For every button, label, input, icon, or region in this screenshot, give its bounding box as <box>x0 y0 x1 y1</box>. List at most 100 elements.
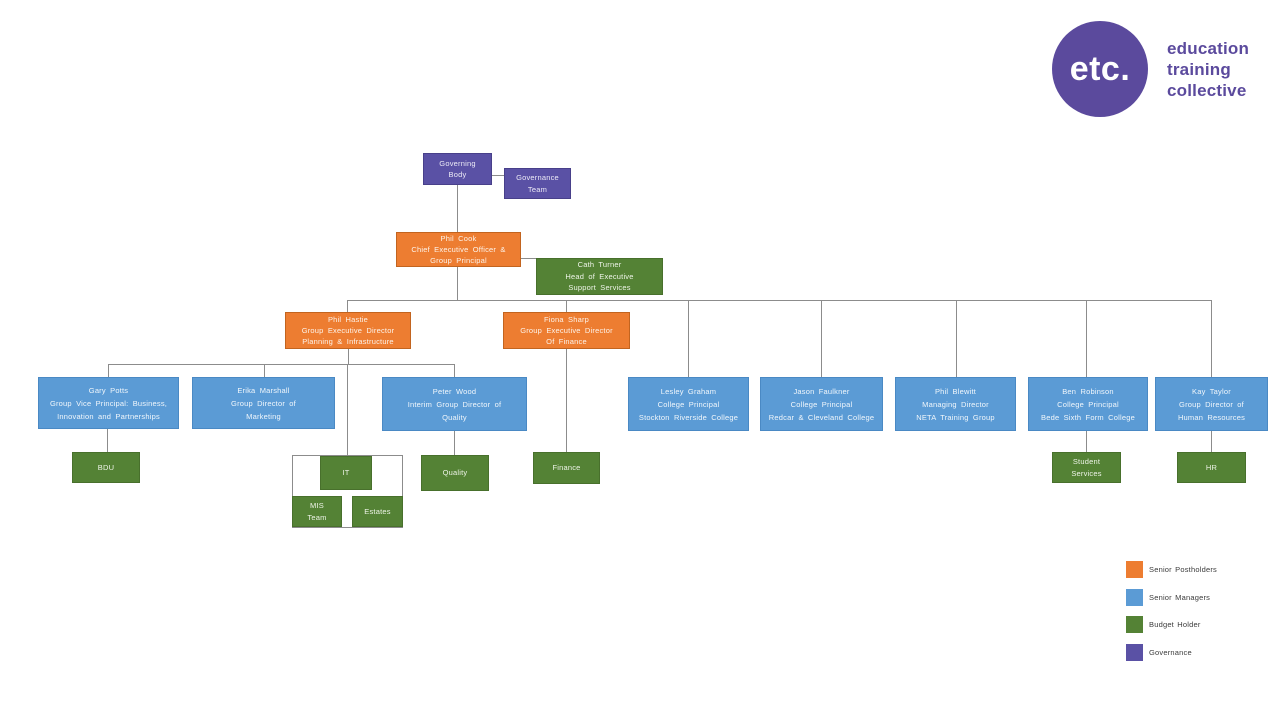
quality-label-line: Quality <box>442 468 468 478</box>
kay-taylor-label-line: Human Resources <box>1177 412 1246 422</box>
estates-label-line: Estates <box>364 506 391 516</box>
connector-philcook-to-cathturner <box>520 258 536 259</box>
cath-turner-label-line: Cath Turner <box>577 260 622 270</box>
governing-body-label-line: Governing <box>439 158 476 168</box>
legend-label: Senior Postholders <box>1149 565 1217 574</box>
jason-faulkner-label-line: College Principal <box>790 399 853 409</box>
connector-hastie-to-itgroup <box>347 364 348 455</box>
lesley-graham-label-line: College Principal <box>657 399 720 409</box>
kay-taylor-label-line: Kay Taylor <box>1192 386 1231 396</box>
connector-main-rail <box>347 300 1212 301</box>
ben-robinson-label-line: Ben Robinson <box>1062 386 1114 396</box>
connector-garypotts-to-bdu <box>107 429 108 452</box>
finance-box: Finance <box>533 452 600 484</box>
fiona-sharp-label-line: Group Executive Director <box>520 326 613 335</box>
connector-rail-to-philblewitt <box>956 300 957 377</box>
governing-body-label-line: Body <box>448 170 467 179</box>
peter-wood-label-line: Interim Group Director of <box>407 399 502 409</box>
tagline-line-education: education <box>1167 39 1250 58</box>
mis-team-label-line: MIS <box>310 501 324 510</box>
mis-team-box: MIS Team <box>292 496 342 527</box>
jason-faulkner-label-line: Redcar & Cleveland College <box>768 412 875 422</box>
gary-potts-label-line: Group Vice Principal: Business, <box>49 398 168 408</box>
connector-rail-to-garypotts <box>108 364 109 377</box>
hr-box: HR <box>1177 452 1246 483</box>
bdu-label-line: BDU <box>97 462 115 472</box>
peter-wood-label-line: Quality <box>442 412 467 422</box>
connector-fionasharp-to-finance <box>566 349 567 452</box>
fiona-sharp-label-line: Fiona Sharp <box>543 315 590 324</box>
legend-swatch-budget_holder <box>1126 616 1143 633</box>
legend-item-budget_holder: Budget Holder <box>1126 616 1217 633</box>
connector-rail-to-erikamarshall <box>264 364 265 377</box>
tagline-line-collective: collective <box>1167 81 1247 100</box>
lesley-graham-label-line: Lesley Graham <box>660 386 717 396</box>
hr-label-line: HR <box>1205 462 1218 472</box>
erika-marshall-label-line: Erika Marshall <box>237 385 290 395</box>
erika-marshall-label-line: Marketing <box>246 411 281 421</box>
legend-label: Budget Holder <box>1149 620 1201 629</box>
legend-label: Governance <box>1149 647 1192 657</box>
phil-hastie-label-line: Group Executive Director <box>301 326 395 335</box>
jason-faulkner-label-line: Jason Faulkner <box>793 386 850 396</box>
phil-cook-label-line: Phil Cook <box>440 234 477 243</box>
connector-philcook-drop <box>457 267 458 301</box>
connector-rail-to-lesleygraham <box>688 300 689 377</box>
tagline-line-training: training <box>1167 60 1231 79</box>
cath-turner-label-line: Head of Executive <box>565 271 634 281</box>
connector-peterwood-to-quality <box>454 431 455 455</box>
legend-swatch-governance <box>1126 643 1143 661</box>
ben-robinson-label-line: Bede Sixth Form College <box>1041 412 1135 422</box>
lesley-graham-label-line: Stockton Riverside College <box>638 412 739 422</box>
peter-wood-label-line: Peter Wood <box>432 386 477 396</box>
connector-rail-to-peterwood <box>454 364 455 377</box>
connector-rail-to-philhastie <box>347 300 348 312</box>
phil-blewitt-label-line: Managing Director <box>922 399 989 409</box>
connector-rail-to-jasonfaulkner <box>821 300 822 377</box>
phil-hastie-label-line: Phil Hastie <box>327 315 369 324</box>
connector-rail-to-fionasharp <box>566 300 567 312</box>
gary-potts-label-line: Gary Potts <box>88 385 129 395</box>
phil-cook-label-line: Chief Executive Officer & <box>411 245 506 254</box>
logo-tagline: education training collective <box>1167 38 1249 101</box>
fiona-sharp-label-line: Of Finance <box>546 337 587 346</box>
etc-logo-circle-icon: etc. <box>1052 21 1148 117</box>
connector-rail-to-kaytaylor <box>1211 300 1212 377</box>
connector-governingbody-to-governanceteam <box>491 175 504 176</box>
gary-potts-label-line: Innovation and Partnerships <box>57 411 160 421</box>
connector-rail-to-benrobinson <box>1086 300 1087 377</box>
quality-box: Quality <box>421 455 489 491</box>
it-box: IT <box>320 456 372 490</box>
ben-robinson-label-line: College Principal <box>1057 399 1119 409</box>
legend-item-senior_postholder: Senior Postholders <box>1126 561 1217 578</box>
legend-swatch-senior_postholder <box>1126 561 1143 578</box>
phil-blewitt-label-line: NETA Training Group <box>916 412 995 422</box>
phil-hastie-label-line: Planning & Infrastructure <box>302 337 394 346</box>
cath-turner-label-line: Support Services <box>568 283 631 293</box>
governance-team-label-line: Team <box>527 184 548 194</box>
estates-box: Estates <box>352 496 403 527</box>
mis-team-label-line: Team <box>307 512 327 522</box>
kay-taylor-label-line: Group Director of <box>1179 399 1244 409</box>
connector-benrobinson-to-studentservices <box>1086 431 1087 452</box>
legend-label: Senior Managers <box>1149 592 1211 602</box>
bdu-box: BDU <box>72 452 140 483</box>
governance-team-label-line: Governance <box>516 173 559 182</box>
connector-governingbody-to-philcook <box>457 185 458 232</box>
legend-item-senior_manager: Senior Managers <box>1126 588 1217 606</box>
student-services-label-line: Services <box>1071 468 1102 478</box>
